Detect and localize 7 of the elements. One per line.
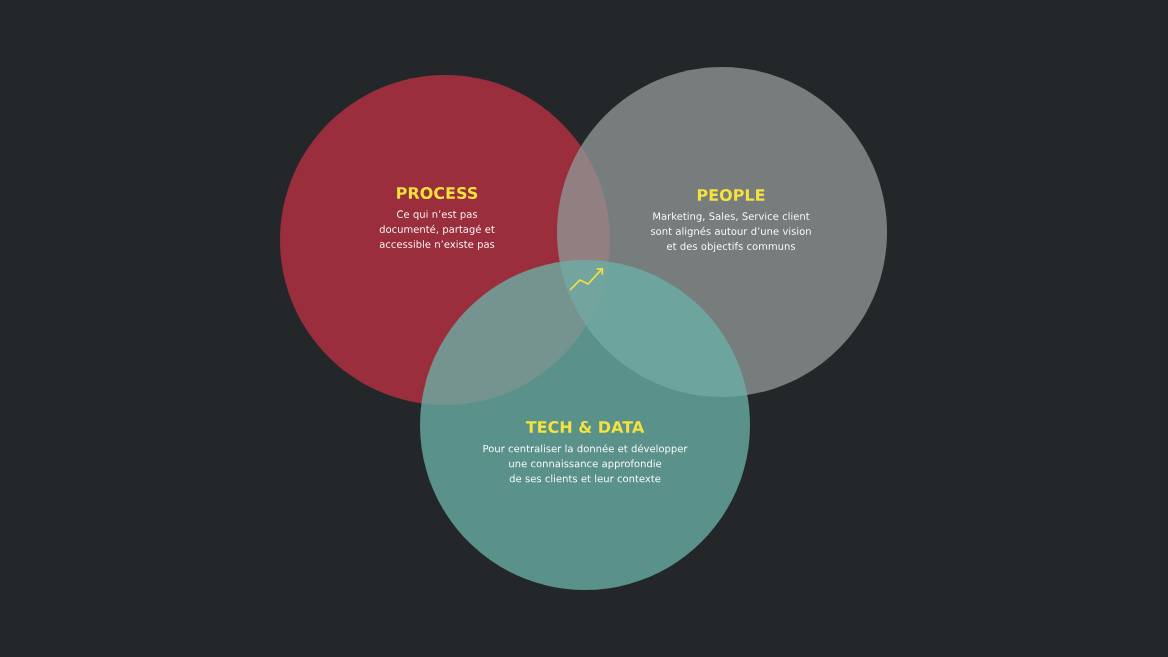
circle-title: TECH & DATA <box>525 420 645 434</box>
circle-description: Marketing, Sales, Service client sont alignés autour d’une vision et des objectifs communs <box>651 212 811 252</box>
circle-description: Ce qui n’est pas documenté, partagé et accessible n’existe pas <box>379 210 495 250</box>
circle-title: PEOPLE <box>697 188 765 202</box>
circle-description: Pour centraliser la donnée et développer une connaissance approfondie de ses clients et leur contexte <box>483 444 688 483</box>
venn-circle <box>420 260 750 590</box>
circle-title: PROCESS <box>397 186 478 200</box>
